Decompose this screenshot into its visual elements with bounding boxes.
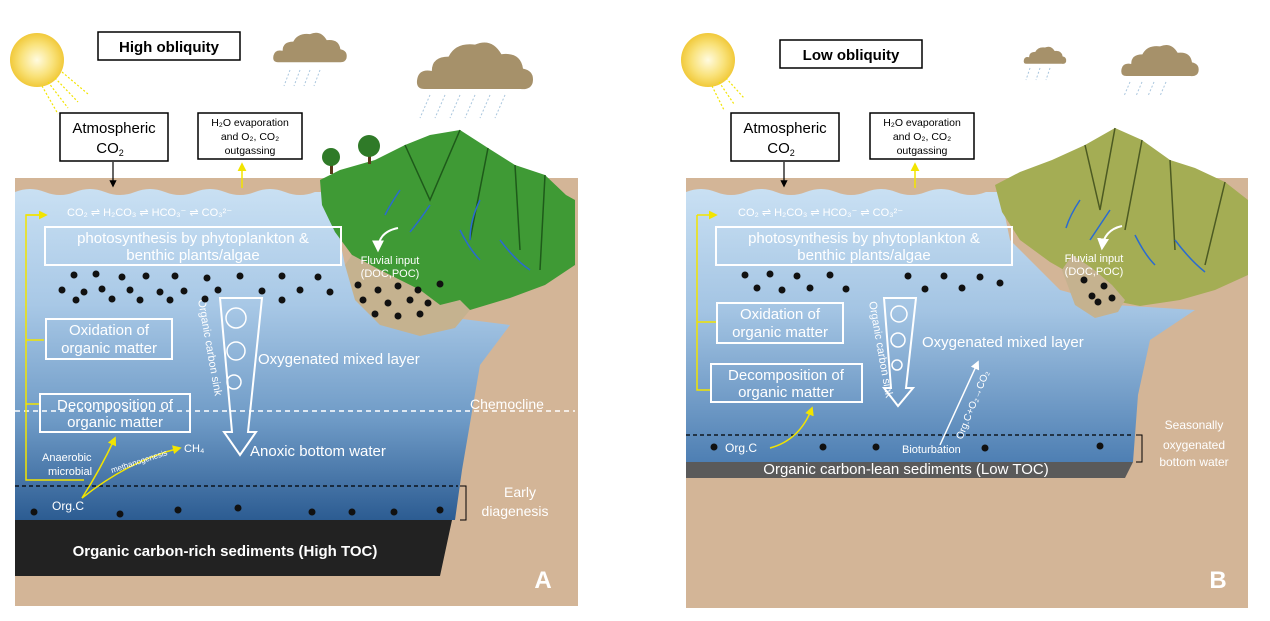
evap-line-3: outgassing (225, 145, 276, 157)
atmospheric-label: Atmospheric (72, 120, 156, 137)
photosynthesis-line-2: benthic plants/algae (797, 247, 930, 264)
decomposition-line-2: organic matter (67, 414, 163, 431)
fluvial-arrow (1097, 225, 1123, 251)
decomposition-arrow (769, 406, 814, 449)
early-diagenesis-line-2: diagenesis (482, 503, 549, 519)
fluvial-line-1: Fluvial input (1065, 253, 1124, 265)
sediment-label: Organic carbon-rich sediments (High TOC) (73, 543, 378, 560)
co2-label: CO2 (96, 140, 124, 158)
early-diagenesis-line-1: Early (504, 484, 536, 500)
panel-label: B (1209, 567, 1226, 594)
panel-b: Low obliquity Atmospheric CO2 H₂O evapor… (681, 33, 1248, 608)
panel-title: High obliquity (119, 39, 220, 56)
decomposition-line-2: organic matter (738, 384, 834, 401)
photosynthesis-line-1: photosynthesis by phytoplankton & (77, 230, 309, 247)
oxidation-line-2: organic matter (732, 324, 828, 341)
anaerobic-line-2: microbial (48, 466, 92, 478)
seasonal-line-2: oxygenated (1163, 438, 1225, 452)
evap-line-3: outgassing (897, 145, 948, 157)
sediment-layer-b (686, 462, 1133, 478)
sun-icon (681, 33, 745, 111)
sun-icon (10, 33, 89, 115)
fluvial-line-2: (DOC,POC) (1065, 266, 1124, 278)
oxidation-line-2: organic matter (61, 340, 157, 357)
orgc-label: Org.C (725, 441, 757, 455)
tree-icon (322, 135, 380, 174)
sediment-label: Organic carbon-lean sediments (Low TOC) (763, 461, 1048, 478)
evap-line-2: and O₂, CO₂ (221, 131, 279, 143)
methanogenesis-arrow (81, 445, 182, 499)
evap-line-1: H₂O evaporation (211, 117, 289, 129)
ocean-water-a (15, 189, 510, 520)
decomposition-line-1: Decomposition of (728, 367, 845, 384)
carbonate-equation: CO₂ ⇌ H₂CO₃ ⇌ HCO₃⁻ ⇌ CO₃²⁻ (67, 207, 232, 219)
oxidation-line-1: Oxidation of (740, 306, 821, 323)
bioturbation-arrow (939, 360, 980, 446)
fluvial-line-1: Fluvial input (361, 255, 420, 267)
mixed-layer-label: Oxygenated mixed layer (922, 334, 1084, 351)
evap-line-2: and O₂, CO₂ (893, 131, 951, 143)
panel-title: Low obliquity (803, 47, 900, 64)
orgc-label: Org.C (52, 499, 84, 513)
recycle-line-b (696, 215, 712, 391)
atmospheric-label: Atmospheric (743, 120, 827, 137)
seasonal-line-1: Seasonally (1165, 418, 1224, 432)
delta-b (1062, 255, 1125, 318)
decomposition-line-1: Decomposition of (57, 397, 174, 414)
cloud-icon (1023, 44, 1199, 97)
ch4-label: CH₄ (184, 443, 205, 455)
grassland-mountain-b (995, 128, 1248, 306)
seasonal-line-3: bottom water (1159, 455, 1228, 469)
photosynthesis-line-1: photosynthesis by phytoplankton & (748, 230, 980, 247)
ocean-water-b (686, 189, 1195, 462)
organic-particles-b (710, 270, 1116, 452)
photosynthesis-line-2: benthic plants/algae (126, 247, 259, 264)
chemocline-label: Chemocline (470, 396, 544, 412)
co2-label: CO2 (767, 140, 795, 158)
oxidation-line-1: Oxidation of (69, 322, 150, 339)
panel-label: A (534, 567, 551, 594)
cloud-icon (273, 32, 533, 119)
fluvial-arrow (372, 227, 399, 253)
carbon-sink-arrow (881, 297, 918, 408)
mixed-layer-label: Oxygenated mixed layer (258, 351, 420, 368)
evap-line-1: H₂O evaporation (883, 117, 961, 129)
carbonate-equation: CO₂ ⇌ H₂CO₃ ⇌ HCO₃⁻ ⇌ CO₃²⁻ (738, 207, 903, 219)
panel-a: High obliquity Atmospheric CO2 H₂O evapo… (10, 31, 578, 606)
forest-mountain-a (320, 130, 575, 310)
carbon-sink-arrow (218, 297, 264, 457)
anaerobic-line-1: Anaerobic (42, 452, 92, 464)
anoxic-label: Anoxic bottom water (250, 443, 386, 460)
decomposition-arrow (81, 436, 117, 499)
bioturbation-label: Bioturbation (902, 444, 961, 456)
sediment-layer-a (15, 520, 452, 576)
fluvial-line-2: (DOC,POC) (361, 268, 420, 280)
organic-particles-a (30, 270, 444, 518)
